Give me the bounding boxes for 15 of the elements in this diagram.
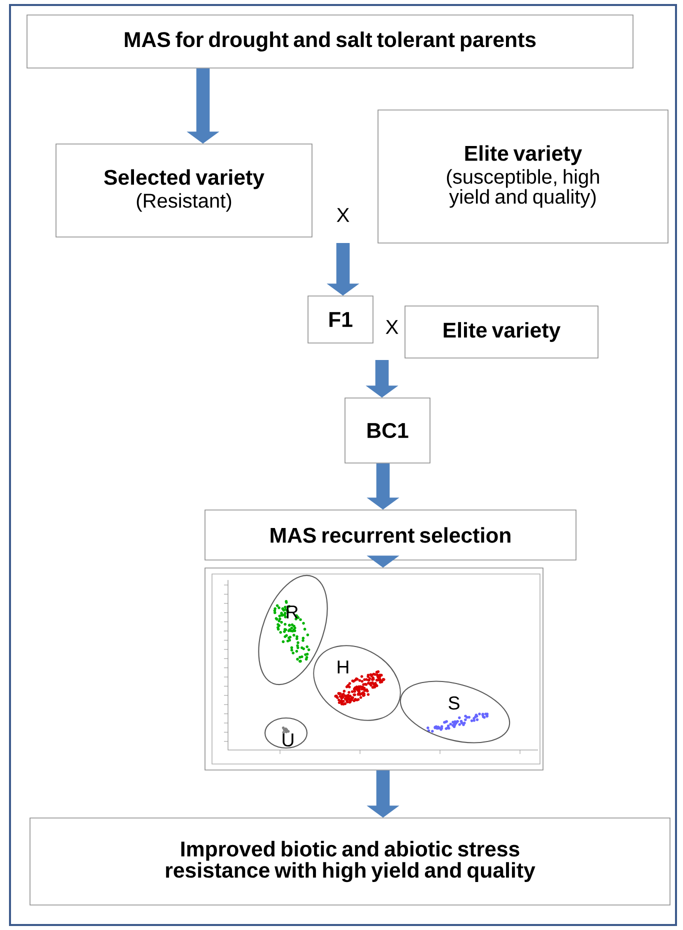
text-box: MAS recurrent selection	[204, 510, 576, 560]
cluster-label: U	[282, 734, 294, 747]
cross-sign: X	[386, 320, 398, 334]
text-box: BC1	[344, 398, 430, 464]
cluster-label: S	[448, 696, 460, 710]
text-box: MAS for drought and salt tolerant parents	[26, 14, 634, 68]
cluster-label: H	[338, 660, 348, 674]
text-box: Elite variety	[404, 306, 598, 358]
cluster-label: R	[286, 606, 298, 618]
cross-sign: X	[336, 208, 350, 222]
text-box: F1	[308, 296, 374, 344]
text-box: Improved biotic and abiotic stress resistance with high yield and quality	[30, 818, 670, 906]
text-box: Selected variety (Resistant)	[56, 144, 312, 238]
text-box: Elite variety (susceptible, high yield and quality)	[378, 110, 668, 244]
scatter-plot-drawing	[204, 568, 544, 770]
